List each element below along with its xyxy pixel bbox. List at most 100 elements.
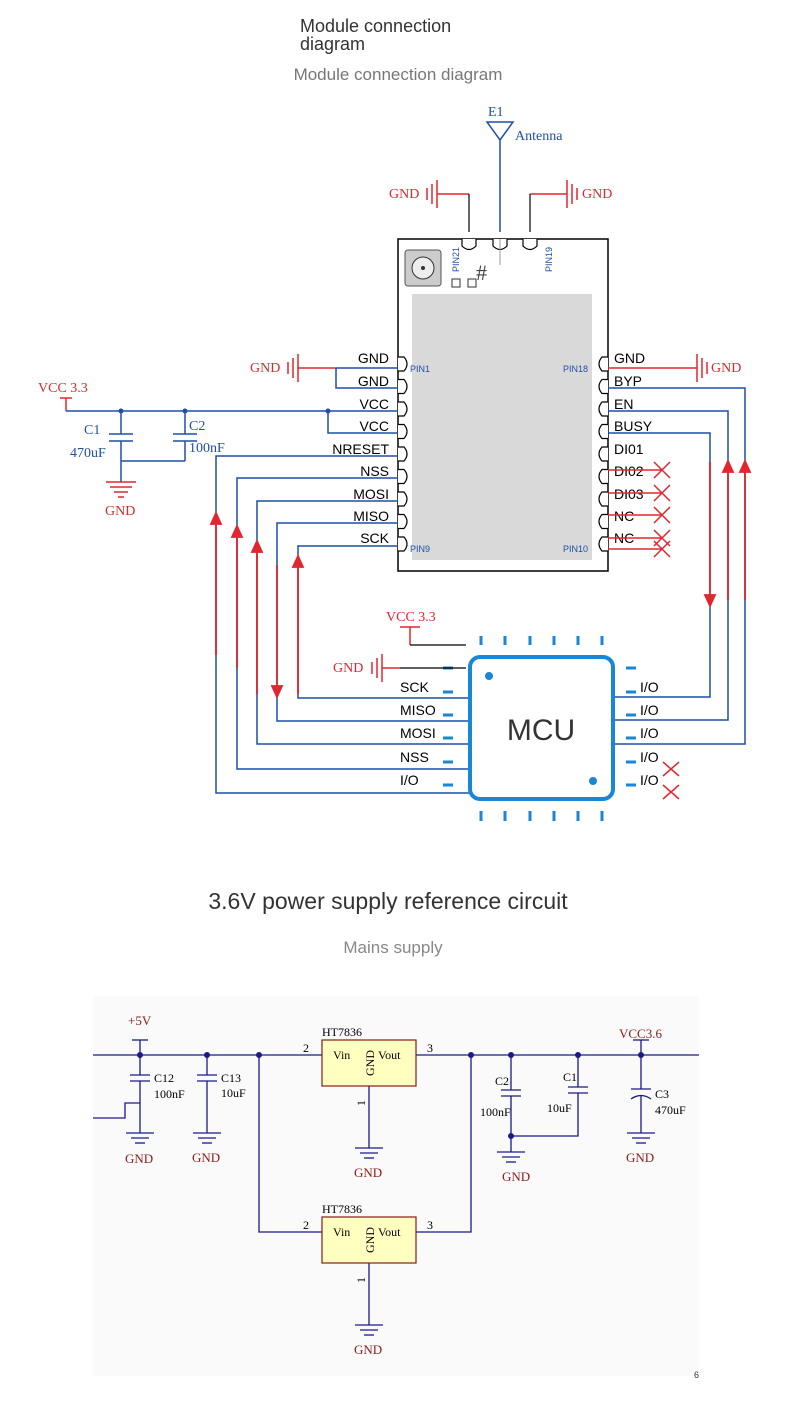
c12-ref: C12 [154, 1071, 174, 1085]
module-pin-busy: BUSY [614, 418, 653, 434]
mcu-gnd-label: GND [333, 661, 363, 676]
cout1-value: 10uF [547, 1101, 572, 1115]
pin21-label: PIN21 [451, 247, 461, 272]
module-pad-left [398, 468, 408, 485]
gnd-symbol-pin1 [287, 354, 336, 382]
c1-value: 470uF [70, 446, 106, 461]
module-pin-gnd-r: GND [614, 350, 645, 366]
gnd-label-c12: GND [125, 1151, 153, 1166]
schematic-sheet [93, 996, 699, 1376]
gnd-label-pin18: GND [711, 361, 741, 376]
pin9-label: PIN9 [410, 544, 430, 554]
antenna-label: Antenna [515, 129, 563, 144]
module-pin-dio3: DI03 [614, 486, 644, 502]
module-pad-left [398, 536, 408, 552]
reg1-gnd: GND [363, 1050, 377, 1076]
module-pin-dio1: DI01 [614, 441, 644, 457]
power-section-subtitle: Mains supply [343, 938, 443, 957]
reg1-name: HT7836 [322, 1025, 362, 1039]
module-pin-gnd-2: GND [358, 373, 389, 389]
gnd-label-top-left: GND [389, 187, 419, 202]
module-pad-left [398, 423, 408, 440]
gnd-label-reg1: GND [354, 1165, 382, 1180]
reg2-pin-in: 2 [303, 1218, 309, 1232]
module-pin-byp: BYP [614, 373, 642, 389]
reg2-vout: Vout [378, 1225, 401, 1239]
gnd-label-c13: GND [192, 1150, 220, 1165]
mcu-vcc-label: VCC 3.3 [386, 610, 436, 625]
pin1-label: PIN1 [410, 364, 430, 374]
module-pad-left [398, 356, 408, 372]
reg1-vin: Vin [333, 1048, 350, 1062]
module-pad-left [398, 401, 408, 417]
module-pin-en: EN [614, 396, 633, 412]
mcu-pin-mosi: MOSI [400, 725, 436, 741]
mcu-label: MCU [507, 714, 575, 747]
gnd-symbol-pin18 [608, 354, 708, 382]
module-pad-right [598, 536, 608, 552]
mcu-pin-sck: SCK [400, 679, 429, 695]
pin18-label: PIN18 [563, 364, 588, 374]
module-connection-diagram: E1 Antenna GND GND PIN21 PIN19 # GND GND… [38, 105, 752, 821]
pin19-label: PIN19 [544, 247, 554, 272]
c13-value: 10uF [221, 1086, 246, 1100]
mcu-pin-io-left: I/O [400, 772, 419, 788]
module-pad-left [398, 446, 408, 462]
no-connect-marks [608, 461, 671, 558]
reg2-gnd: GND [363, 1227, 377, 1253]
mcu-chip [468, 655, 615, 801]
mcu-pin-io-r3: I/O [640, 725, 659, 741]
gnd-symbol-caps [106, 481, 136, 498]
reg1-pin-out: 3 [427, 1041, 433, 1055]
sheet-corner-mark: 6 [694, 1370, 699, 1380]
module-pin-gnd-1: GND [358, 350, 389, 366]
module-pin-dio2: DI02 [614, 463, 644, 479]
pin10-label: PIN10 [563, 544, 588, 554]
reg2-vin: Vin [333, 1225, 350, 1239]
mcu-pin-miso: MISO [400, 702, 436, 718]
mcu-pin-io-r2: I/O [640, 702, 659, 718]
cout2-value: 100nF [480, 1105, 511, 1119]
reg2-pin-gnd: 1 [354, 1277, 368, 1283]
c2-ref: C2 [189, 419, 205, 434]
module-hash-mark: # [476, 260, 487, 285]
module-pad-right [598, 491, 608, 507]
gnd-label-c3: GND [626, 1150, 654, 1165]
antenna-icon [485, 121, 515, 232]
gnd-label-top-right: GND [582, 187, 612, 202]
regulator-1 [321, 1039, 417, 1087]
gnd-label-caps: GND [105, 504, 135, 519]
c3-value: 470uF [655, 1103, 686, 1117]
c1-ref: C1 [84, 423, 100, 438]
c3-ref: C3 [655, 1087, 669, 1101]
module-pad-left [398, 513, 408, 530]
vcc36-label: VCC3.6 [619, 1026, 662, 1041]
mcu-pin-nss: NSS [400, 749, 429, 765]
mcu-pin-io-r5: I/O [640, 772, 659, 788]
module-pin-vcc-1: VCC [359, 396, 389, 412]
module-pad-right [598, 356, 608, 372]
v5-label: +5V [128, 1013, 152, 1028]
reg1-pin-gnd: 1 [354, 1100, 368, 1106]
vcc-3v3-label: VCC 3.3 [38, 381, 88, 396]
c2-value: 100nF [189, 441, 225, 456]
module-pin-sck: SCK [360, 530, 389, 546]
module-pad-right [598, 423, 608, 440]
c13-ref: C13 [221, 1071, 241, 1085]
mcu-pin-io-r4: I/O [640, 749, 659, 765]
module-pad-right [598, 378, 608, 395]
module-pin-nreset: NRESET [332, 441, 389, 457]
module-shield [412, 294, 592, 560]
module-pin-nc-1: NC [614, 508, 634, 524]
page-subtitle: Module connection diagram [293, 65, 503, 84]
module-pin-nss: NSS [360, 463, 389, 479]
mcu-pin-io-r1: I/O [640, 679, 659, 695]
gnd-symbol-top-left [426, 180, 469, 208]
reg1-pin-in: 2 [303, 1041, 309, 1055]
cout2-ref: C2 [495, 1074, 509, 1088]
module-pad-right [598, 401, 608, 417]
module-pad-right [598, 468, 608, 485]
power-section-title: 3.6V power supply reference circuit [208, 888, 568, 914]
antenna-ref: E1 [488, 105, 504, 120]
module-pad-left [398, 378, 408, 395]
